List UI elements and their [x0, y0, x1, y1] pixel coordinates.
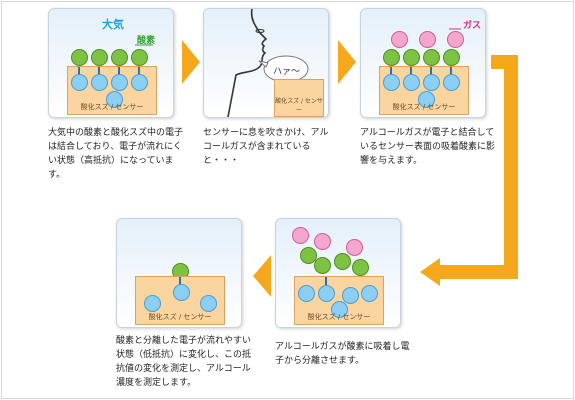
panel-step4: 酸化スズ / センサー [275, 218, 401, 328]
alcohol-gas-molecule [447, 31, 464, 48]
oxygen-molecule [131, 49, 148, 66]
oxygen-molecule [383, 49, 400, 66]
electron [106, 91, 123, 108]
electron [200, 295, 217, 312]
electron [298, 285, 315, 302]
electron [403, 74, 420, 91]
caption-step2: センサーに息を吹きかけ、アルコールガスが含まれていると・・・ [203, 128, 329, 166]
electron [91, 74, 108, 91]
electron [318, 285, 335, 302]
oxygen-molecule [423, 49, 440, 66]
oxygen-molecule [334, 253, 351, 270]
sensor-label: 酸化スズ / センサー [148, 313, 212, 321]
tin-oxide-sensor: 酸化スズ / センサー [379, 66, 469, 115]
caption-step5: 酸素と分離した電子が流れやすい状態（低抵抗）に変化し、この抵抗値の変化を測定し、… [116, 336, 252, 388]
sensor-label: 酸化スズ / センサー [275, 98, 323, 114]
oxygen-molecule [352, 259, 369, 276]
oxygen-label: 酸素 [137, 36, 156, 46]
electron [331, 301, 348, 318]
panel-step3: ガス 酸化スズ / センサー [360, 8, 486, 118]
oxygen-molecule [91, 49, 108, 66]
panel-step5: 酸化スズ / センサー [116, 218, 242, 328]
electron [342, 287, 359, 304]
electron [173, 284, 190, 301]
alcohol-gas-molecule [314, 233, 331, 250]
sensor-label: 酸化スズ / センサー [307, 313, 371, 321]
alcohol-gas-molecule [391, 31, 408, 48]
alcohol-gas-molecule [292, 227, 309, 244]
caption-step1: 大気中の酸素と酸化スズ中の電子は結合しており、電子が流れにくい状態（高抵抗）にな… [48, 128, 184, 180]
panel-step1: 大気 酸素 酸化スズ / センサー [48, 8, 174, 118]
electron [111, 74, 128, 91]
alcohol-gas-molecule [346, 239, 363, 256]
arrow-step1-to-step2 [182, 40, 200, 84]
electron [423, 74, 440, 91]
oxygen-molecule [443, 49, 460, 66]
caption-step3: アルコールガスが電子と結合しているセンサー表面の吸着酸素に影響を与えます。 [360, 128, 496, 166]
electron [144, 295, 161, 312]
oxygen-molecule [300, 247, 317, 264]
arrow-step2-to-step3 [338, 40, 356, 84]
oxygen-molecule [111, 49, 128, 66]
gas-label: ガス [463, 21, 482, 31]
breath-label: ハァ〜 [273, 67, 301, 77]
panel-step2: ハァ〜 酸化スズ / センサー [203, 8, 329, 118]
tin-oxide-sensor: 酸化スズ / センサー [294, 276, 384, 325]
sensor-label: 酸化スズ / センサー [80, 103, 144, 111]
oxygen-molecule [71, 49, 88, 66]
electron [443, 74, 460, 91]
face-profile-icon [227, 9, 309, 117]
electron [418, 91, 435, 108]
tin-oxide-sensor: 酸化スズ / センサー [274, 79, 324, 117]
oxygen-molecule [314, 257, 331, 274]
electron [131, 74, 148, 91]
sensor-label: 酸化スズ / センサー [392, 103, 456, 111]
tin-oxide-sensor: 酸化スズ / センサー [67, 66, 157, 115]
alcohol-gas-molecule [419, 31, 436, 48]
arrow-step4-to-step5 [253, 255, 271, 297]
tin-oxide-sensor: 酸化スズ / センサー [135, 276, 225, 325]
oxygen-molecule [403, 49, 420, 66]
electron [71, 74, 88, 91]
electron [361, 285, 378, 302]
electron [383, 74, 400, 91]
air-label: 大気 [102, 18, 124, 31]
arrow-step3-to-step4 [438, 55, 518, 279]
caption-step4: アルコールガスが酸素に吸着し電子から分離させます。 [275, 342, 410, 366]
